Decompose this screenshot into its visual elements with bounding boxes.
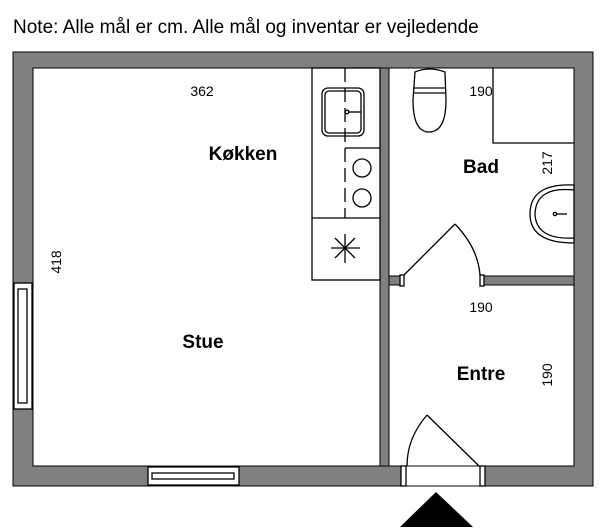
entry-depth-dim: 190	[539, 363, 555, 387]
bath-label: Bad	[463, 157, 499, 178]
shower-area	[492, 68, 574, 144]
entry-door[interactable]	[400, 414, 486, 487]
kitchen-label: Køkken	[209, 144, 278, 165]
toilet-icon	[412, 68, 447, 133]
living-label: Stue	[182, 332, 223, 353]
note-text: Note: Alle mål er cm. Alle mål og invent…	[13, 17, 479, 38]
partition-wall	[379, 67, 390, 467]
entry-width-dim: 190	[469, 299, 493, 315]
window-bottom	[147, 466, 240, 486]
bath-door[interactable]	[399, 223, 485, 287]
fridge-icon	[331, 234, 360, 263]
bath-width-dim: 190	[469, 83, 493, 99]
hob-burner	[352, 188, 372, 208]
entrance-arrow-icon	[400, 492, 473, 527]
hob-burner	[352, 158, 372, 178]
living-width-dim: 362	[190, 83, 214, 99]
bath-depth-dim: 217	[539, 151, 555, 175]
bath-sink-icon	[529, 184, 575, 244]
entry-label: Entre	[457, 364, 506, 385]
window-left	[13, 282, 33, 410]
living-depth-dim: 418	[48, 250, 64, 274]
kitchen-counter	[311, 67, 381, 281]
outer-walls	[12, 51, 594, 487]
